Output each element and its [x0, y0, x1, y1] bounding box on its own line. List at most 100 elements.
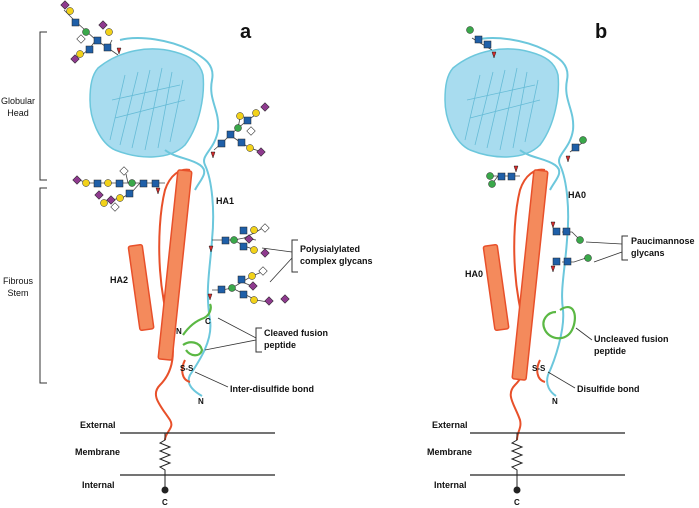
external-label-a: External [80, 420, 116, 430]
ha0-short-helix [482, 243, 510, 332]
ha0-chain-blue [474, 37, 575, 397]
ha0-loop-blue [519, 149, 561, 191]
glycans-callout-line-a1 [261, 247, 293, 253]
fusion-peptide-a-loop [182, 341, 204, 357]
galactose-icon [246, 144, 254, 152]
mannose-icon [128, 179, 136, 187]
sialic-acid-icon [256, 147, 266, 157]
disulfide-ss-label-a: S-S [180, 364, 194, 373]
sialic-acid-icon [244, 234, 254, 244]
glycan-right-head-b [565, 136, 587, 163]
ha2-short-helix [127, 243, 155, 332]
glcnac-icon [243, 116, 252, 125]
glycans-callout-line-b2 [593, 251, 623, 263]
glcnac-icon [115, 179, 124, 188]
glcnac-icon [139, 179, 148, 188]
fucose-icon [208, 245, 214, 253]
membrane-label-a: Membrane [75, 447, 120, 457]
glycan-right-stem-b1 [550, 221, 584, 244]
galactose-icon [248, 272, 256, 280]
c-terminus-label-b: C [514, 498, 520, 507]
glcnac-icon [563, 257, 572, 266]
ha0-long-helix [511, 169, 549, 381]
mannose-icon [486, 172, 494, 180]
galactose-icon [100, 199, 108, 207]
panel-letter-b: b [595, 21, 607, 43]
glcnac-icon [151, 179, 160, 188]
mannose-icon [82, 28, 90, 36]
glycans-callout-bracket-b [621, 235, 628, 261]
globular-head-label-2: Head [7, 108, 29, 118]
sialic-acid-icon [72, 175, 82, 185]
glycan-right-stem-b2 [550, 254, 592, 273]
sialic-acid-icon [260, 248, 270, 258]
mannose-icon [234, 124, 242, 132]
ha2-long-helix [157, 169, 193, 361]
galactose-icon [82, 179, 90, 187]
galactose-icon [76, 50, 84, 58]
glycans-callout-line-b1 [585, 241, 623, 245]
glycans-callout-b-2: glycans [631, 248, 665, 258]
internal-label-a: Internal [82, 480, 115, 490]
glcnac-icon [103, 43, 112, 52]
sialic-acid-icon [119, 166, 129, 176]
sialic-acid-icon [76, 34, 86, 44]
sialic-acid-icon [248, 281, 258, 291]
glcnac-icon [85, 45, 94, 54]
bond-label-a: Inter-disulfide bond [230, 384, 314, 394]
glcnac-icon [562, 227, 571, 236]
c-terminus-label-a1: C [205, 317, 211, 326]
sialic-acid-icon [94, 190, 104, 200]
glcnac-icon [217, 285, 226, 294]
glcnac-icon [239, 242, 248, 251]
peptide-callout-b-1: Uncleaved fusion [594, 334, 669, 344]
transmembrane-helix-a [158, 433, 172, 488]
glycan-left-stem-a [72, 166, 165, 212]
panel-a: a Globular Head Fibrous Stem HA1 HA2 N C… [1, 0, 373, 507]
fibrous-stem-bracket [39, 187, 47, 384]
glcnac-icon [237, 275, 246, 284]
glycan-top-b [466, 26, 497, 59]
bond-callout-line-a [194, 371, 229, 388]
glcnac-icon [507, 172, 516, 181]
membrane-label-b: Membrane [427, 447, 472, 457]
n-terminus-label-b: N [552, 397, 558, 406]
peptide-callout-line-a2 [204, 339, 257, 351]
sialic-acid-icon [60, 0, 70, 10]
glcnac-icon [226, 130, 235, 139]
fucose-icon [116, 47, 122, 55]
n-terminus-label-a2: N [198, 397, 204, 406]
glycans-callout-line-a2 [269, 257, 293, 283]
ha2-loop [181, 359, 191, 383]
glcnac-icon [71, 18, 80, 27]
panel-b: b HA0 HA0 S-S N [427, 21, 695, 507]
glycans-callout-bracket-a [291, 239, 298, 273]
fucose-icon [513, 165, 519, 173]
sialic-acid-icon [106, 195, 116, 205]
galactose-icon [252, 109, 260, 117]
glcnac-icon [237, 138, 246, 147]
galactose-icon [104, 179, 112, 187]
glycans-callout-a-2: complex glycans [300, 256, 373, 266]
glcnac-icon [93, 36, 102, 45]
beta-sheet-arrows [109, 67, 186, 151]
sialic-acid-icon [260, 223, 270, 233]
c-terminus-dot-b [513, 486, 521, 494]
disulfide-ss-label-b: S-S [532, 364, 546, 373]
mannose-icon [466, 26, 474, 34]
galactose-icon [116, 194, 124, 202]
ha1-loop [164, 149, 206, 191]
glcnac-icon [552, 257, 561, 266]
bond-callout-line-b [547, 371, 576, 389]
peptide-callout-b-2: peptide [594, 346, 626, 356]
c-terminus-dot-a [161, 486, 169, 494]
uncleaved-fusion-peptide [542, 306, 576, 340]
fucose-icon [491, 51, 497, 59]
globular-head-domain-b [444, 48, 560, 158]
mannose-icon [228, 284, 236, 292]
ha1-label: HA1 [216, 196, 234, 206]
glcnac-icon [239, 290, 248, 299]
fucose-icon [155, 187, 161, 195]
fibrous-stem-label-2: Stem [7, 288, 28, 298]
